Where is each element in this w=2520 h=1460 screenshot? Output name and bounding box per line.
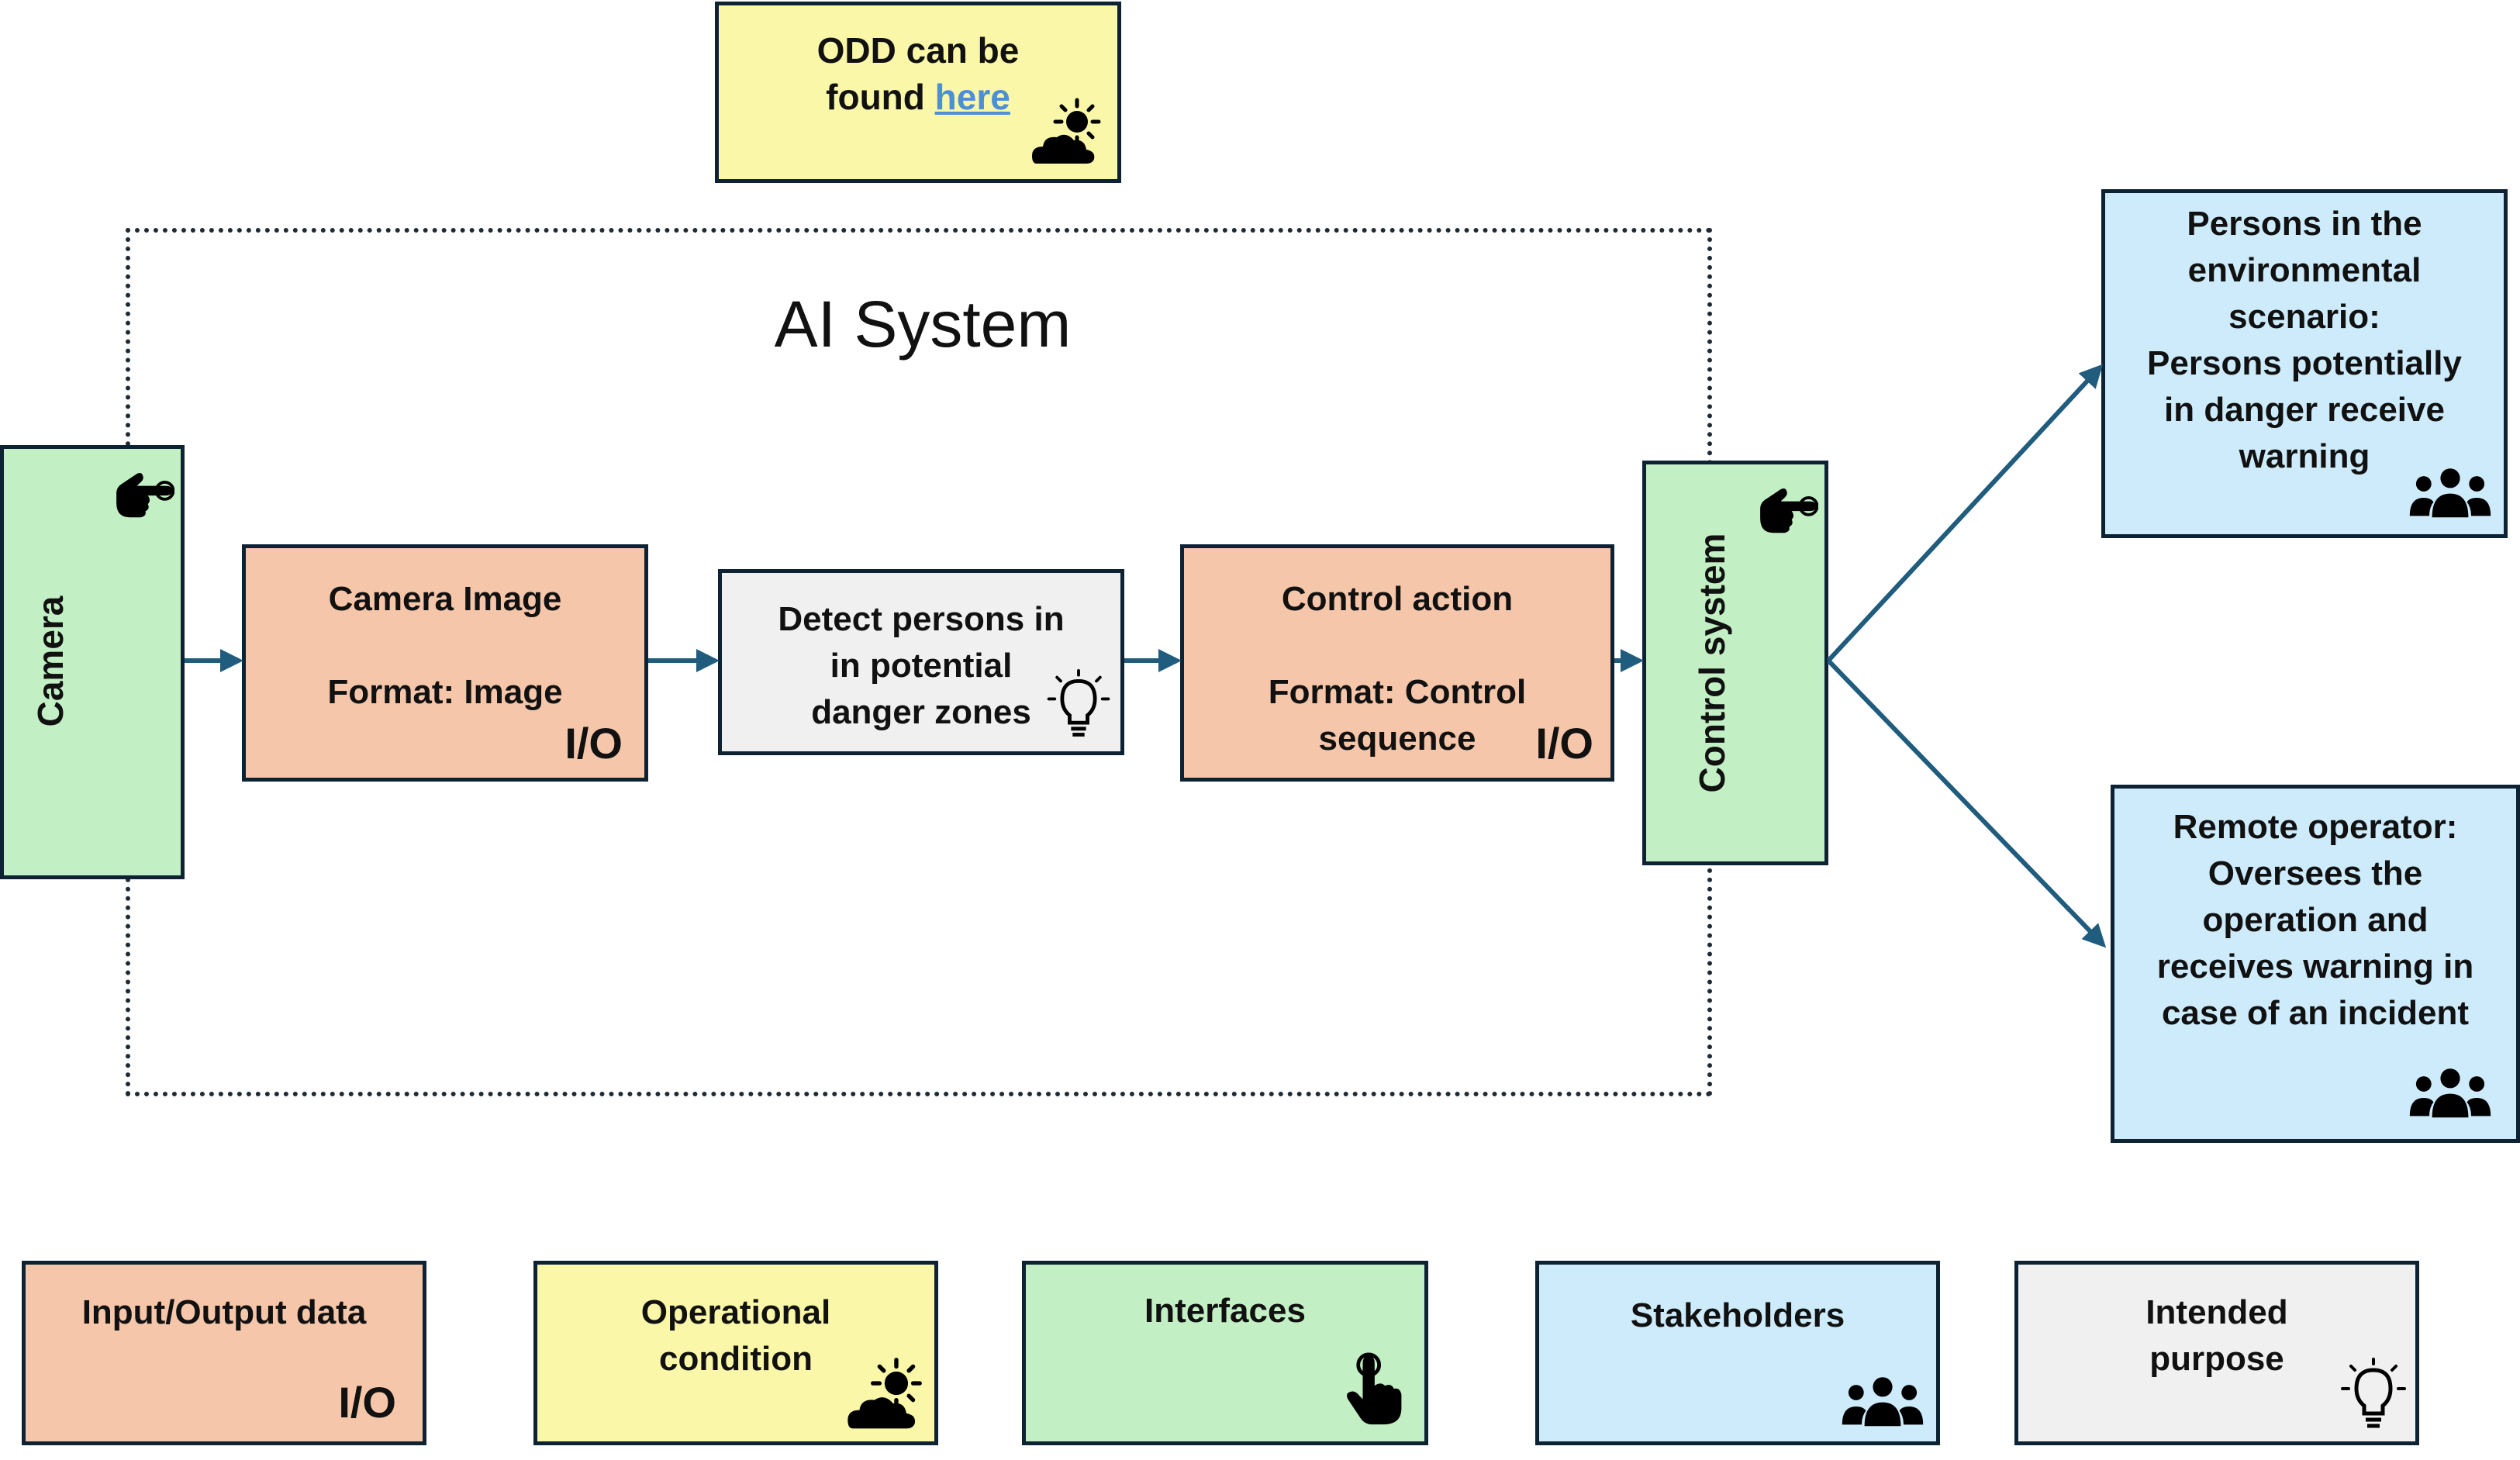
- legend-purpose: Intended purpose: [2014, 1261, 2419, 1445]
- lightbulb-icon: [2335, 1355, 2412, 1438]
- odd-note-text-2: found: [826, 77, 925, 117]
- control-action-format-2: sequence: [1318, 720, 1476, 758]
- odd-note: ODD can be found here: [715, 2, 1121, 183]
- camera-interface: [0, 445, 185, 879]
- persons-line: warning: [2239, 437, 2370, 475]
- arrow-control-to-operator: [1826, 658, 2107, 948]
- legend-purpose-label: Intended: [2145, 1293, 2288, 1331]
- detect-line-2: in potential: [830, 647, 1013, 685]
- operator-line: Oversees the: [2208, 854, 2423, 892]
- odd-here-link[interactable]: here: [934, 77, 1010, 117]
- legend-operational-label: Operational: [640, 1293, 831, 1331]
- legend-operational: Operational condition: [533, 1261, 938, 1445]
- hand-pointer-icon: [1334, 1345, 1409, 1435]
- operator-line: case of an incident: [2161, 994, 2470, 1032]
- detect-persons-node: Detect persons in in potential danger zo…: [718, 569, 1124, 755]
- camera-image-format: Format: Image: [327, 673, 563, 711]
- legend-interfaces: Interfaces: [1022, 1261, 1428, 1445]
- stakeholder-operator-node: Remote operator: Oversees the operation …: [2111, 785, 2520, 1143]
- legend-io-label: Input/Output data: [81, 1293, 367, 1331]
- camera-image-title: Camera Image: [328, 580, 562, 618]
- sun-cloud-icon: [844, 1351, 928, 1435]
- persons-line: Persons in the: [2187, 205, 2422, 243]
- io-badge: I/O: [1535, 719, 1593, 768]
- control-action-node: Control action Format: Control sequence …: [1180, 544, 1614, 782]
- camera-image-node: Camera Image Format: Image I/O: [242, 544, 648, 782]
- legend-io: Input/Output data I/O: [22, 1261, 426, 1445]
- legend-stakeholders: Stakeholders: [1535, 1261, 1940, 1445]
- io-badge: I/O: [338, 1378, 396, 1427]
- operator-line: operation and: [2202, 901, 2429, 939]
- io-badge: I/O: [564, 719, 623, 768]
- detect-line-3: danger zones: [811, 693, 1031, 731]
- arrow-control-to-persons: [1826, 364, 2104, 663]
- detect-line-1: Detect persons in: [778, 600, 1065, 638]
- stakeholder-persons-node: Persons in the environmental scenario: P…: [2101, 189, 2508, 538]
- odd-note-text: ODD can be: [816, 30, 1020, 71]
- ai-system-title: AI System: [774, 288, 1072, 361]
- control-action-title: Control action: [1281, 580, 1514, 618]
- persons-line: in danger receive: [2164, 391, 2445, 429]
- legend-operational-label-2: condition: [659, 1340, 813, 1378]
- legend-interfaces-label: Interfaces: [1144, 1292, 1306, 1330]
- operator-line: receives warning in: [2156, 947, 2474, 985]
- people-group-icon: [1840, 1372, 1925, 1427]
- persons-line: environmental: [2187, 251, 2422, 289]
- operator-line: Remote operator:: [2173, 808, 2458, 846]
- persons-line: Persons potentially: [2147, 344, 2462, 382]
- legend-stakeholders-label: Stakeholders: [1630, 1296, 1845, 1334]
- control-system-interface: [1642, 461, 1828, 865]
- persons-line: scenario:: [2228, 298, 2380, 336]
- control-action-format: Format: Control: [1268, 673, 1527, 711]
- legend-purpose-label-2: purpose: [2149, 1340, 2284, 1378]
